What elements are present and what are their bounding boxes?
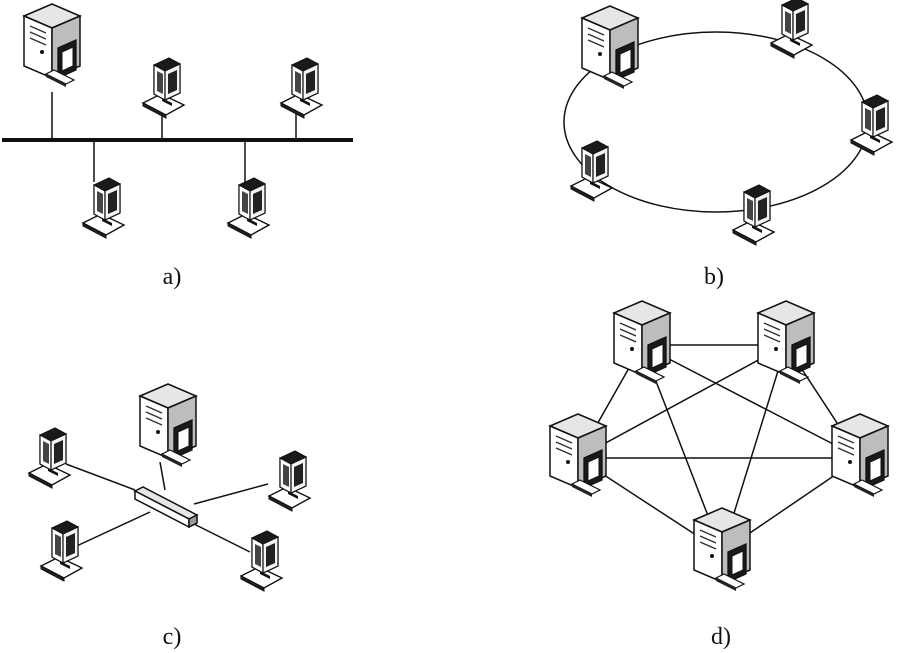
workstation-icon <box>82 177 125 239</box>
server-icon <box>549 413 607 498</box>
workstation-icon <box>732 184 775 246</box>
server-icon <box>139 383 197 468</box>
server-icon <box>581 5 639 90</box>
hub-icon <box>134 486 198 528</box>
server-icon <box>613 300 671 385</box>
panel-caption-b: b) <box>704 264 724 290</box>
server-icon <box>757 300 815 385</box>
workstation-icon <box>227 177 270 239</box>
bus-topology-panel: a) <box>2 3 353 290</box>
panel-caption-a: a) <box>163 264 182 290</box>
mesh-topology-panel: d) <box>549 300 889 650</box>
workstation-icon <box>268 450 311 512</box>
workstation-icon <box>850 94 893 156</box>
server-icon <box>831 413 889 498</box>
panel-caption-c: c) <box>163 624 182 650</box>
star-link <box>193 483 269 505</box>
workstation-icon <box>28 427 71 489</box>
workstation-icon <box>280 57 323 119</box>
ring-topology-panel: b) <box>563 0 893 290</box>
star-link <box>159 461 166 491</box>
server-icon <box>693 507 751 592</box>
star-topology-panel: c) <box>28 383 311 650</box>
panel-caption-d: d) <box>711 624 731 650</box>
star-link <box>67 511 151 551</box>
workstation-icon <box>142 57 185 119</box>
server-icon <box>23 3 81 88</box>
workstation-icon <box>40 520 83 582</box>
workstation-icon <box>240 530 283 592</box>
workstation-icon <box>570 140 613 202</box>
star-link <box>65 463 136 491</box>
